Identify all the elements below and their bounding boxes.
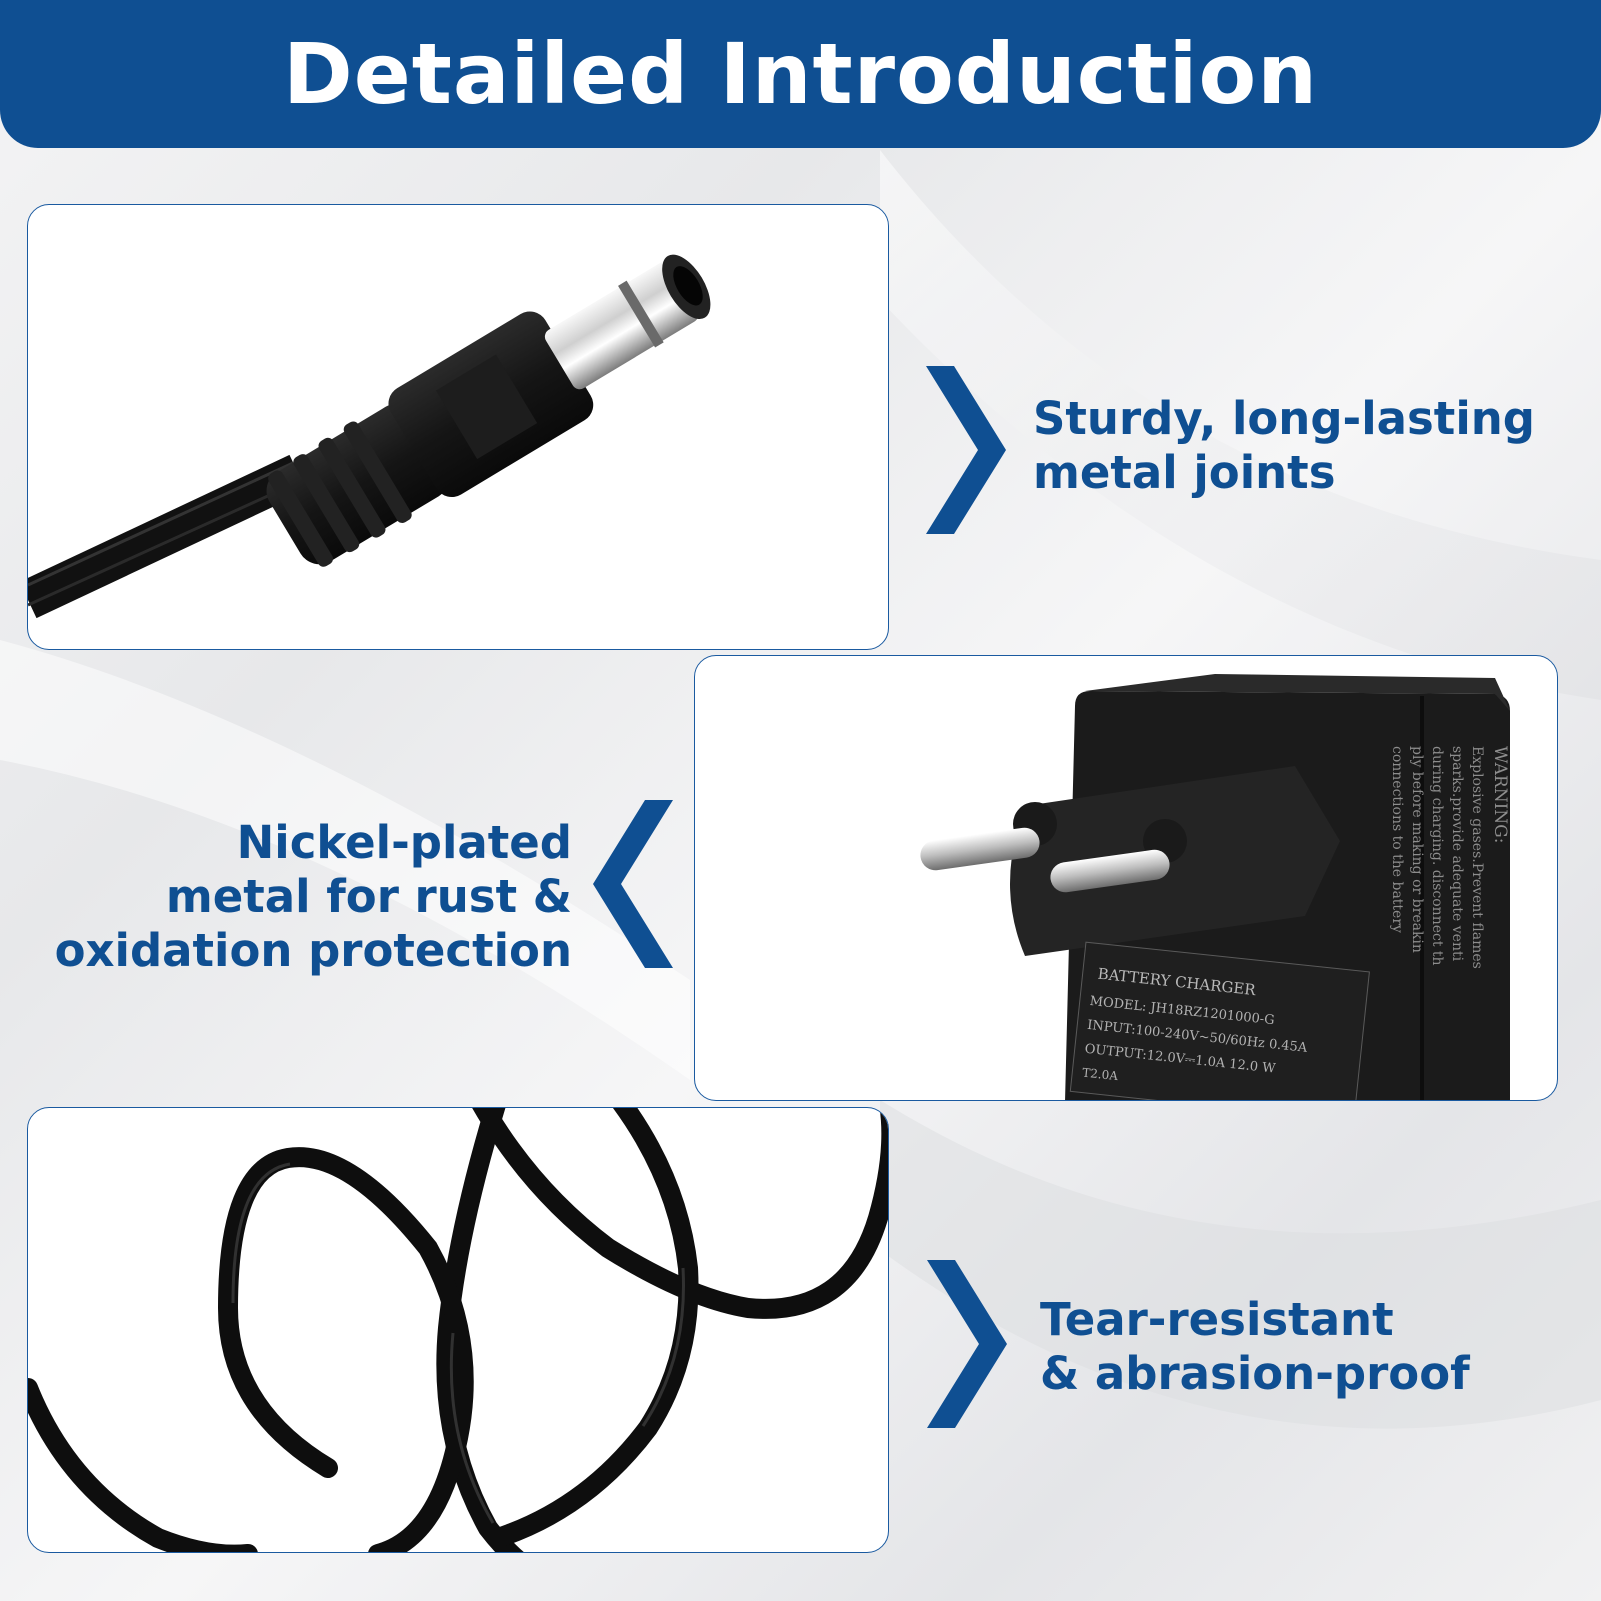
feature-text-metal-joints: Sturdy, long-lasting metal joints bbox=[1033, 392, 1535, 499]
feature-text-tear-resistant: Tear-resistant & abrasion-proof bbox=[1040, 1293, 1470, 1400]
feature-text-nickel-plated: Nickel-plated metal for rust & oxidation… bbox=[54, 816, 572, 977]
chevron-left-icon bbox=[593, 800, 673, 968]
warning-title: WARNING: bbox=[1490, 746, 1510, 843]
warning-line: during charging. disconnect th bbox=[1429, 746, 1445, 966]
warning-line: Explosive gases.Prevent flames bbox=[1469, 746, 1485, 969]
coiled-cable-image bbox=[27, 1107, 889, 1553]
page-title: Detailed Introduction bbox=[283, 25, 1318, 123]
warning-line: connections to the battery bbox=[1389, 746, 1405, 933]
chevron-right-icon bbox=[927, 1260, 1007, 1428]
charger-fuse: T2.0A bbox=[1082, 1066, 1119, 1084]
header-banner: Detailed Introduction bbox=[0, 0, 1601, 148]
dc-plug-image bbox=[27, 204, 889, 650]
warning-line: sparks.provide adequate venti bbox=[1449, 746, 1465, 962]
warning-line: ply before making or breakin bbox=[1409, 746, 1425, 953]
chevron-right-icon bbox=[926, 366, 1006, 534]
charger-image: BATTERY CHARGER MODEL: JH18RZ1201000-G I… bbox=[694, 655, 1558, 1101]
